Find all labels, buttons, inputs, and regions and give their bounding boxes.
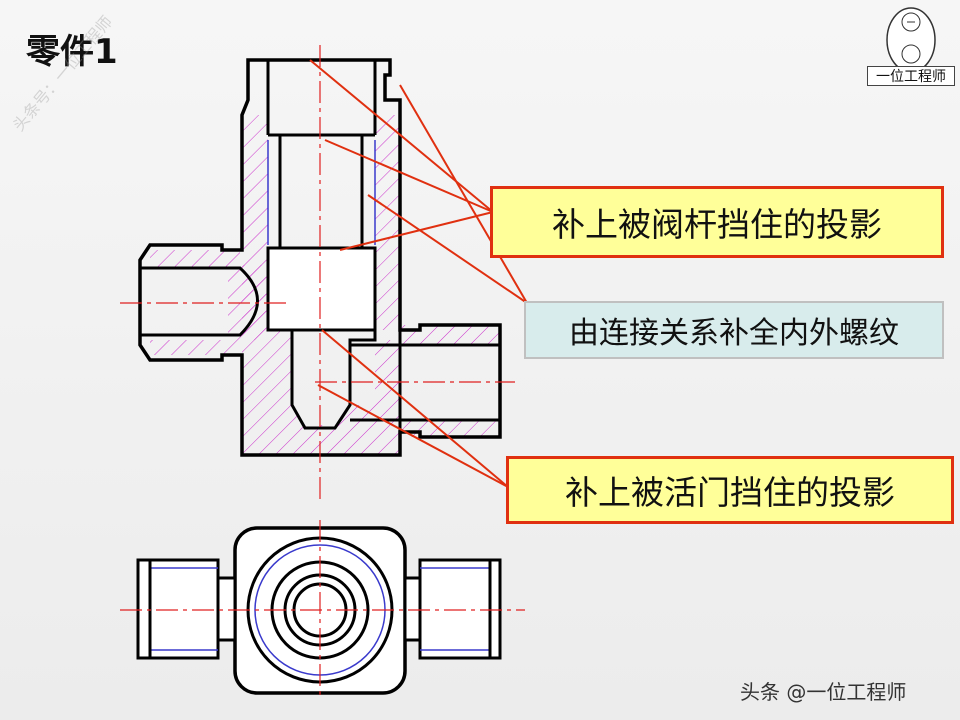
hatched-body-lower bbox=[242, 245, 400, 455]
label-threads: 由连接关系补全内外螺纹 bbox=[524, 301, 944, 359]
logo-label: 一位工程师 bbox=[867, 66, 955, 86]
bottom-watermark: 头条 @一位工程师 bbox=[740, 680, 907, 704]
logo-icon bbox=[886, 7, 936, 73]
leader-lines bbox=[309, 59, 528, 488]
hatched-left-arm bbox=[150, 250, 268, 355]
page-title: 零件1 bbox=[26, 32, 118, 72]
section-view bbox=[120, 45, 515, 500]
top-view bbox=[120, 520, 525, 700]
label-valve-door: 补上被活门挡住的投影 bbox=[506, 456, 954, 524]
hatched-body-tower bbox=[242, 115, 400, 330]
label-valve-stem: 补上被阀杆挡住的投影 bbox=[490, 186, 944, 258]
hatched-right-arm bbox=[400, 325, 500, 437]
